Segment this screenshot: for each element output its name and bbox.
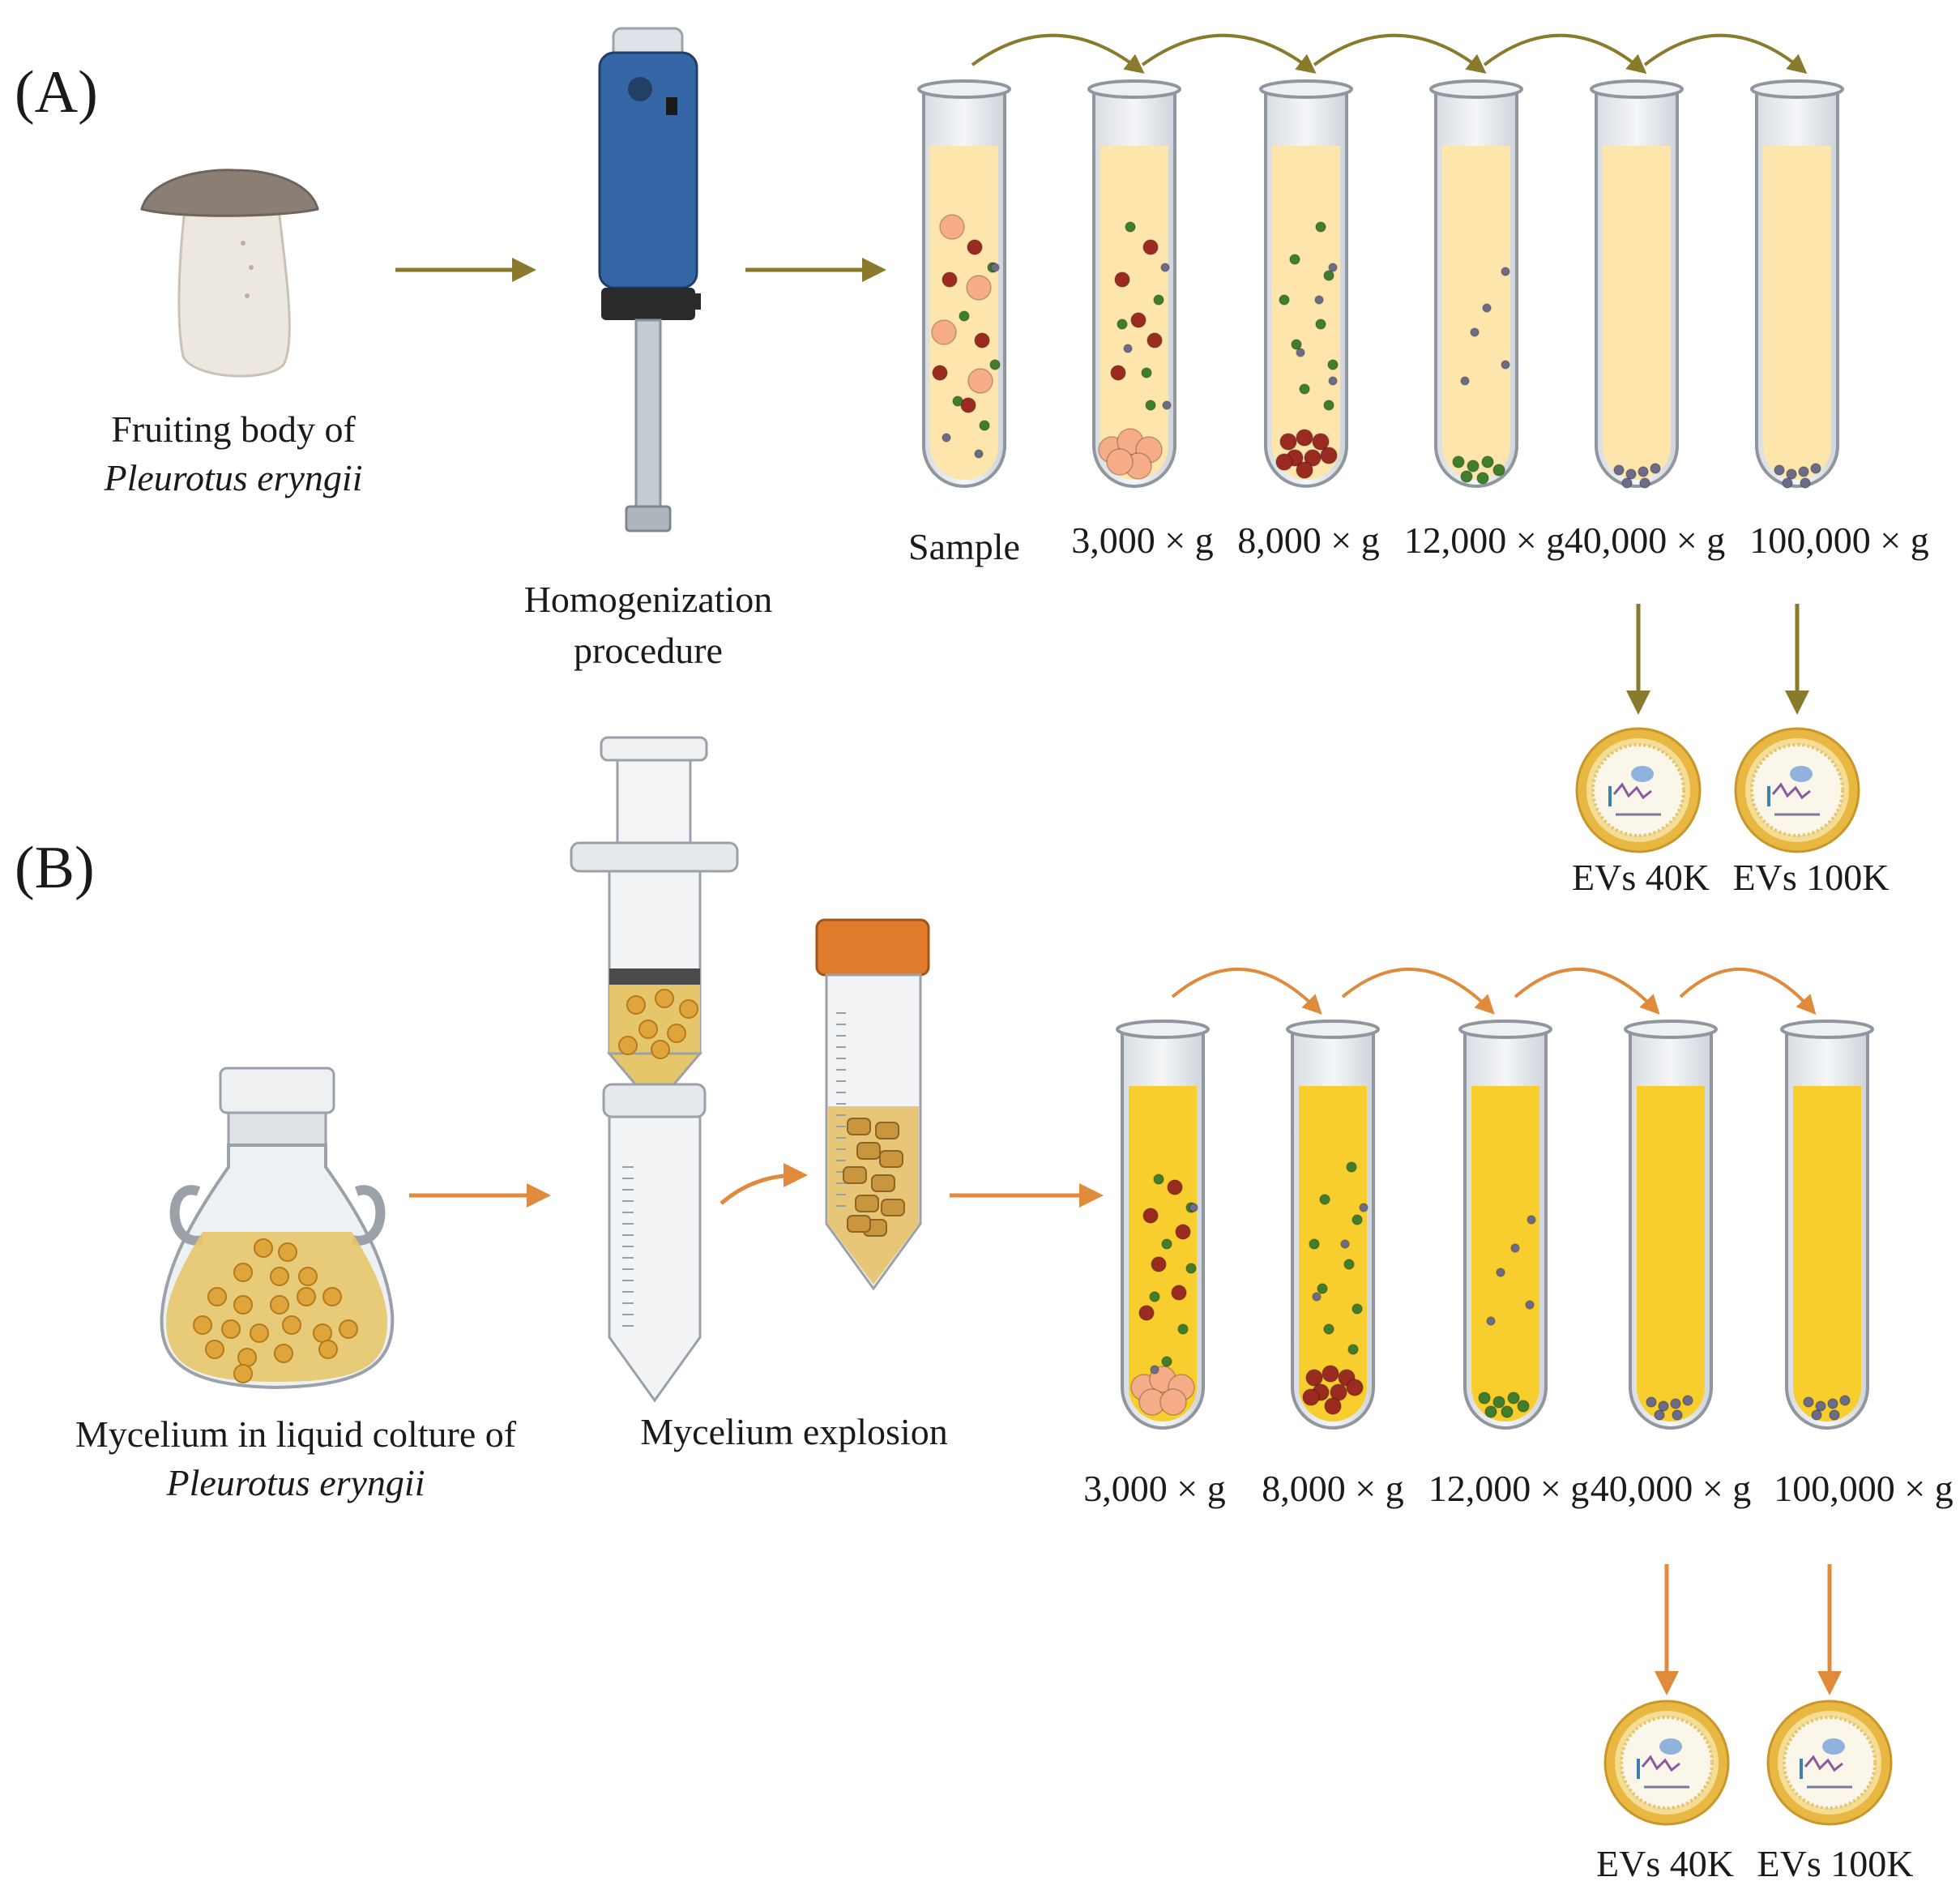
tube-series-b [1116,1020,1874,1430]
ev-40k-label-a: EVs 40K [1572,857,1710,898]
tube-b-label-3: 40,000 × g [1591,1468,1751,1509]
culture-flask-icon [160,1067,395,1390]
panel-a-label: (A) [15,59,98,126]
arrow-syringe-to-falcon [720,1163,808,1205]
extracellular-vesicle-icon [1603,1699,1730,1826]
extracellular-vesicle-icon [1734,727,1860,853]
homogenizer-label-line1: Homogenization [524,579,773,620]
homogenizer-label-line2: procedure [574,630,723,671]
transfer-arrows-b [1171,967,1817,1015]
tube-series-a [917,79,1844,489]
tube-a-label-1: 3,000 × g [1071,519,1213,561]
falcon-tube-icon [602,1083,707,1403]
transfer-arrow-b-0 [1171,967,1322,1015]
flask-label-line2: Pleurotus eryngii [166,1462,425,1503]
tube-a-label-3: 12,000 × g [1404,519,1565,561]
ev-40k-label-b: EVs 40K [1596,1843,1734,1884]
transfer-arrow-b-2 [1514,967,1660,1015]
explosion-label: Mycelium explosion [640,1411,947,1452]
transfer-arrow-a-1 [1141,33,1317,74]
transfer-arrow-a-0 [971,33,1145,74]
mushroom-icon [140,169,319,378]
panel-a: (A) Fruiting body of Pleurotus eryngii H… [15,27,1929,898]
ev-100k-label-b: EVs 100K [1757,1843,1914,1884]
test-tube-b-3 [1624,1020,1718,1430]
test-tube-b-2 [1458,1020,1552,1430]
falcon-tube-icon [815,918,930,1291]
ev-100k-label-a: EVs 100K [1733,857,1890,898]
transfer-arrow-a-3 [1483,33,1647,75]
test-tube-a-4 [1590,79,1684,488]
transfer-arrow-a-4 [1643,33,1808,75]
homogenizer-icon [598,27,701,532]
transfer-arrow-b-1 [1341,967,1495,1015]
tube-a-label-4: 40,000 × g [1565,519,1725,561]
transfer-arrow-b-3 [1679,967,1817,1015]
flask-label-line1: Mycelium in liquid colture of [75,1413,517,1455]
tube-a-label-2: 8,000 × g [1237,519,1379,561]
tube-b-label-0: 3,000 × g [1083,1468,1225,1509]
transfer-arrows-a [971,33,1808,75]
test-tube-a-1 [1087,79,1181,488]
panel-b-label: (B) [15,835,95,901]
test-tube-a-0 [917,79,1011,488]
mushroom-label-line1: Fruiting body of [111,408,356,450]
transfer-arrow-a-2 [1313,33,1487,74]
tube-b-label-2: 12,000 × g [1428,1468,1589,1509]
extracellular-vesicle-icon [1766,1699,1893,1826]
panel-b: (B) Mycelium in liquid colture of Pleuro… [15,736,1954,1884]
tube-a-label-0: Sample [908,526,1020,567]
test-tube-a-3 [1429,79,1523,488]
test-tube-a-5 [1750,79,1844,488]
tube-b-label-1: 8,000 × g [1262,1468,1403,1509]
extracellular-vesicle-icon [1575,727,1702,853]
tube-a-label-5: 100,000 × g [1749,519,1928,561]
test-tube-a-2 [1259,79,1353,488]
test-tube-b-4 [1780,1020,1874,1430]
tube-b-label-4: 100,000 × g [1774,1468,1953,1509]
mushroom-label-line2: Pleurotus eryngii [104,457,363,498]
syringe-icon [570,736,739,1088]
